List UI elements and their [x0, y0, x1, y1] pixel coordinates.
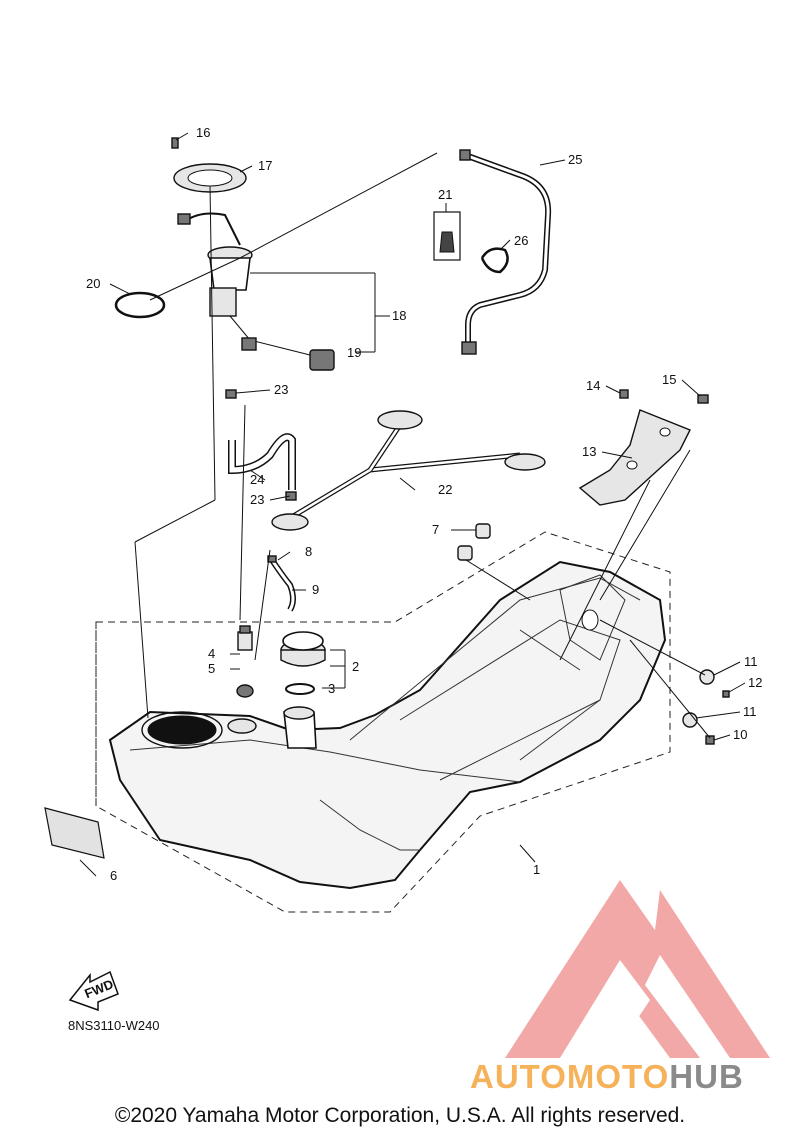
callout-24: 24	[250, 472, 264, 487]
tank-bracket	[578, 409, 691, 506]
callout-2: 2	[352, 659, 359, 674]
callout-16: 16	[196, 125, 210, 140]
retainer-plate	[173, 163, 247, 193]
hose-clip	[267, 555, 277, 563]
damper-7b	[457, 545, 473, 561]
callout-1: 1	[533, 862, 540, 877]
callout-19: 19	[347, 345, 361, 360]
callout-12: 12	[748, 675, 762, 690]
callout-9: 9	[312, 582, 319, 597]
nut-14	[619, 389, 629, 399]
damper-11a	[699, 669, 715, 685]
clamp-23b	[285, 491, 297, 501]
callout-11b: 11	[743, 704, 757, 719]
fuel-line-assembly	[271, 410, 546, 531]
damper-7a	[475, 523, 491, 539]
callout-21: 21	[438, 187, 452, 202]
callout-25: 25	[568, 152, 582, 167]
grommet	[236, 684, 254, 698]
pump-gasket	[114, 291, 166, 319]
leader-lines	[79, 132, 746, 877]
callout-26: 26	[514, 233, 528, 248]
callout-23a: 23	[274, 382, 288, 397]
diagram-code: 8NS3110-W240	[68, 1018, 160, 1033]
callout-22: 22	[438, 482, 452, 497]
bolt-10	[705, 735, 715, 745]
callouts: 1 2 3 4 5 6 7 8 9 10 11 11 12 13 14 15 1…	[86, 125, 762, 883]
warning-label	[44, 807, 105, 859]
fwd-arrow	[68, 970, 119, 1012]
callout-20: 20	[86, 276, 100, 291]
clamp-23a	[225, 389, 237, 399]
hose-band-26	[480, 247, 509, 274]
callout-8: 8	[305, 544, 312, 559]
callout-15: 15	[662, 372, 676, 387]
watermark-brand: AUTOMOTOHUB	[470, 1058, 744, 1096]
fuel-sender-float	[309, 349, 335, 371]
tank-group-outline	[95, 531, 671, 913]
callout-13: 13	[582, 444, 596, 459]
callout-7: 7	[432, 522, 439, 537]
fuel-pump-module	[177, 212, 311, 356]
copyright-footer: ©2020 Yamaha Motor Corporation, U.S.A. A…	[114, 1104, 686, 1127]
callout-18: 18	[392, 308, 406, 323]
fuel-tank	[108, 560, 667, 890]
callout-4: 4	[208, 646, 215, 661]
callout-23b: 23	[250, 492, 264, 507]
cap-gasket	[285, 683, 315, 695]
callout-6: 6	[110, 868, 117, 883]
watermark-brand-part2: HUB	[669, 1058, 744, 1095]
callout-14: 14	[586, 378, 600, 393]
callout-17: 17	[258, 158, 272, 173]
callout-5: 5	[208, 661, 215, 676]
watermark-logo	[505, 880, 770, 1058]
callout-10: 10	[733, 727, 747, 742]
vent-valve	[237, 625, 253, 651]
washer-12	[722, 690, 730, 698]
bolt-16	[171, 137, 179, 149]
callout-11a: 11	[744, 654, 758, 669]
callout-3: 3	[328, 681, 335, 696]
fuel-cap	[280, 631, 326, 667]
watermark-brand-part1: AUTOMOTO	[470, 1058, 670, 1095]
bolt-15	[697, 394, 709, 404]
connector-21	[439, 231, 455, 253]
